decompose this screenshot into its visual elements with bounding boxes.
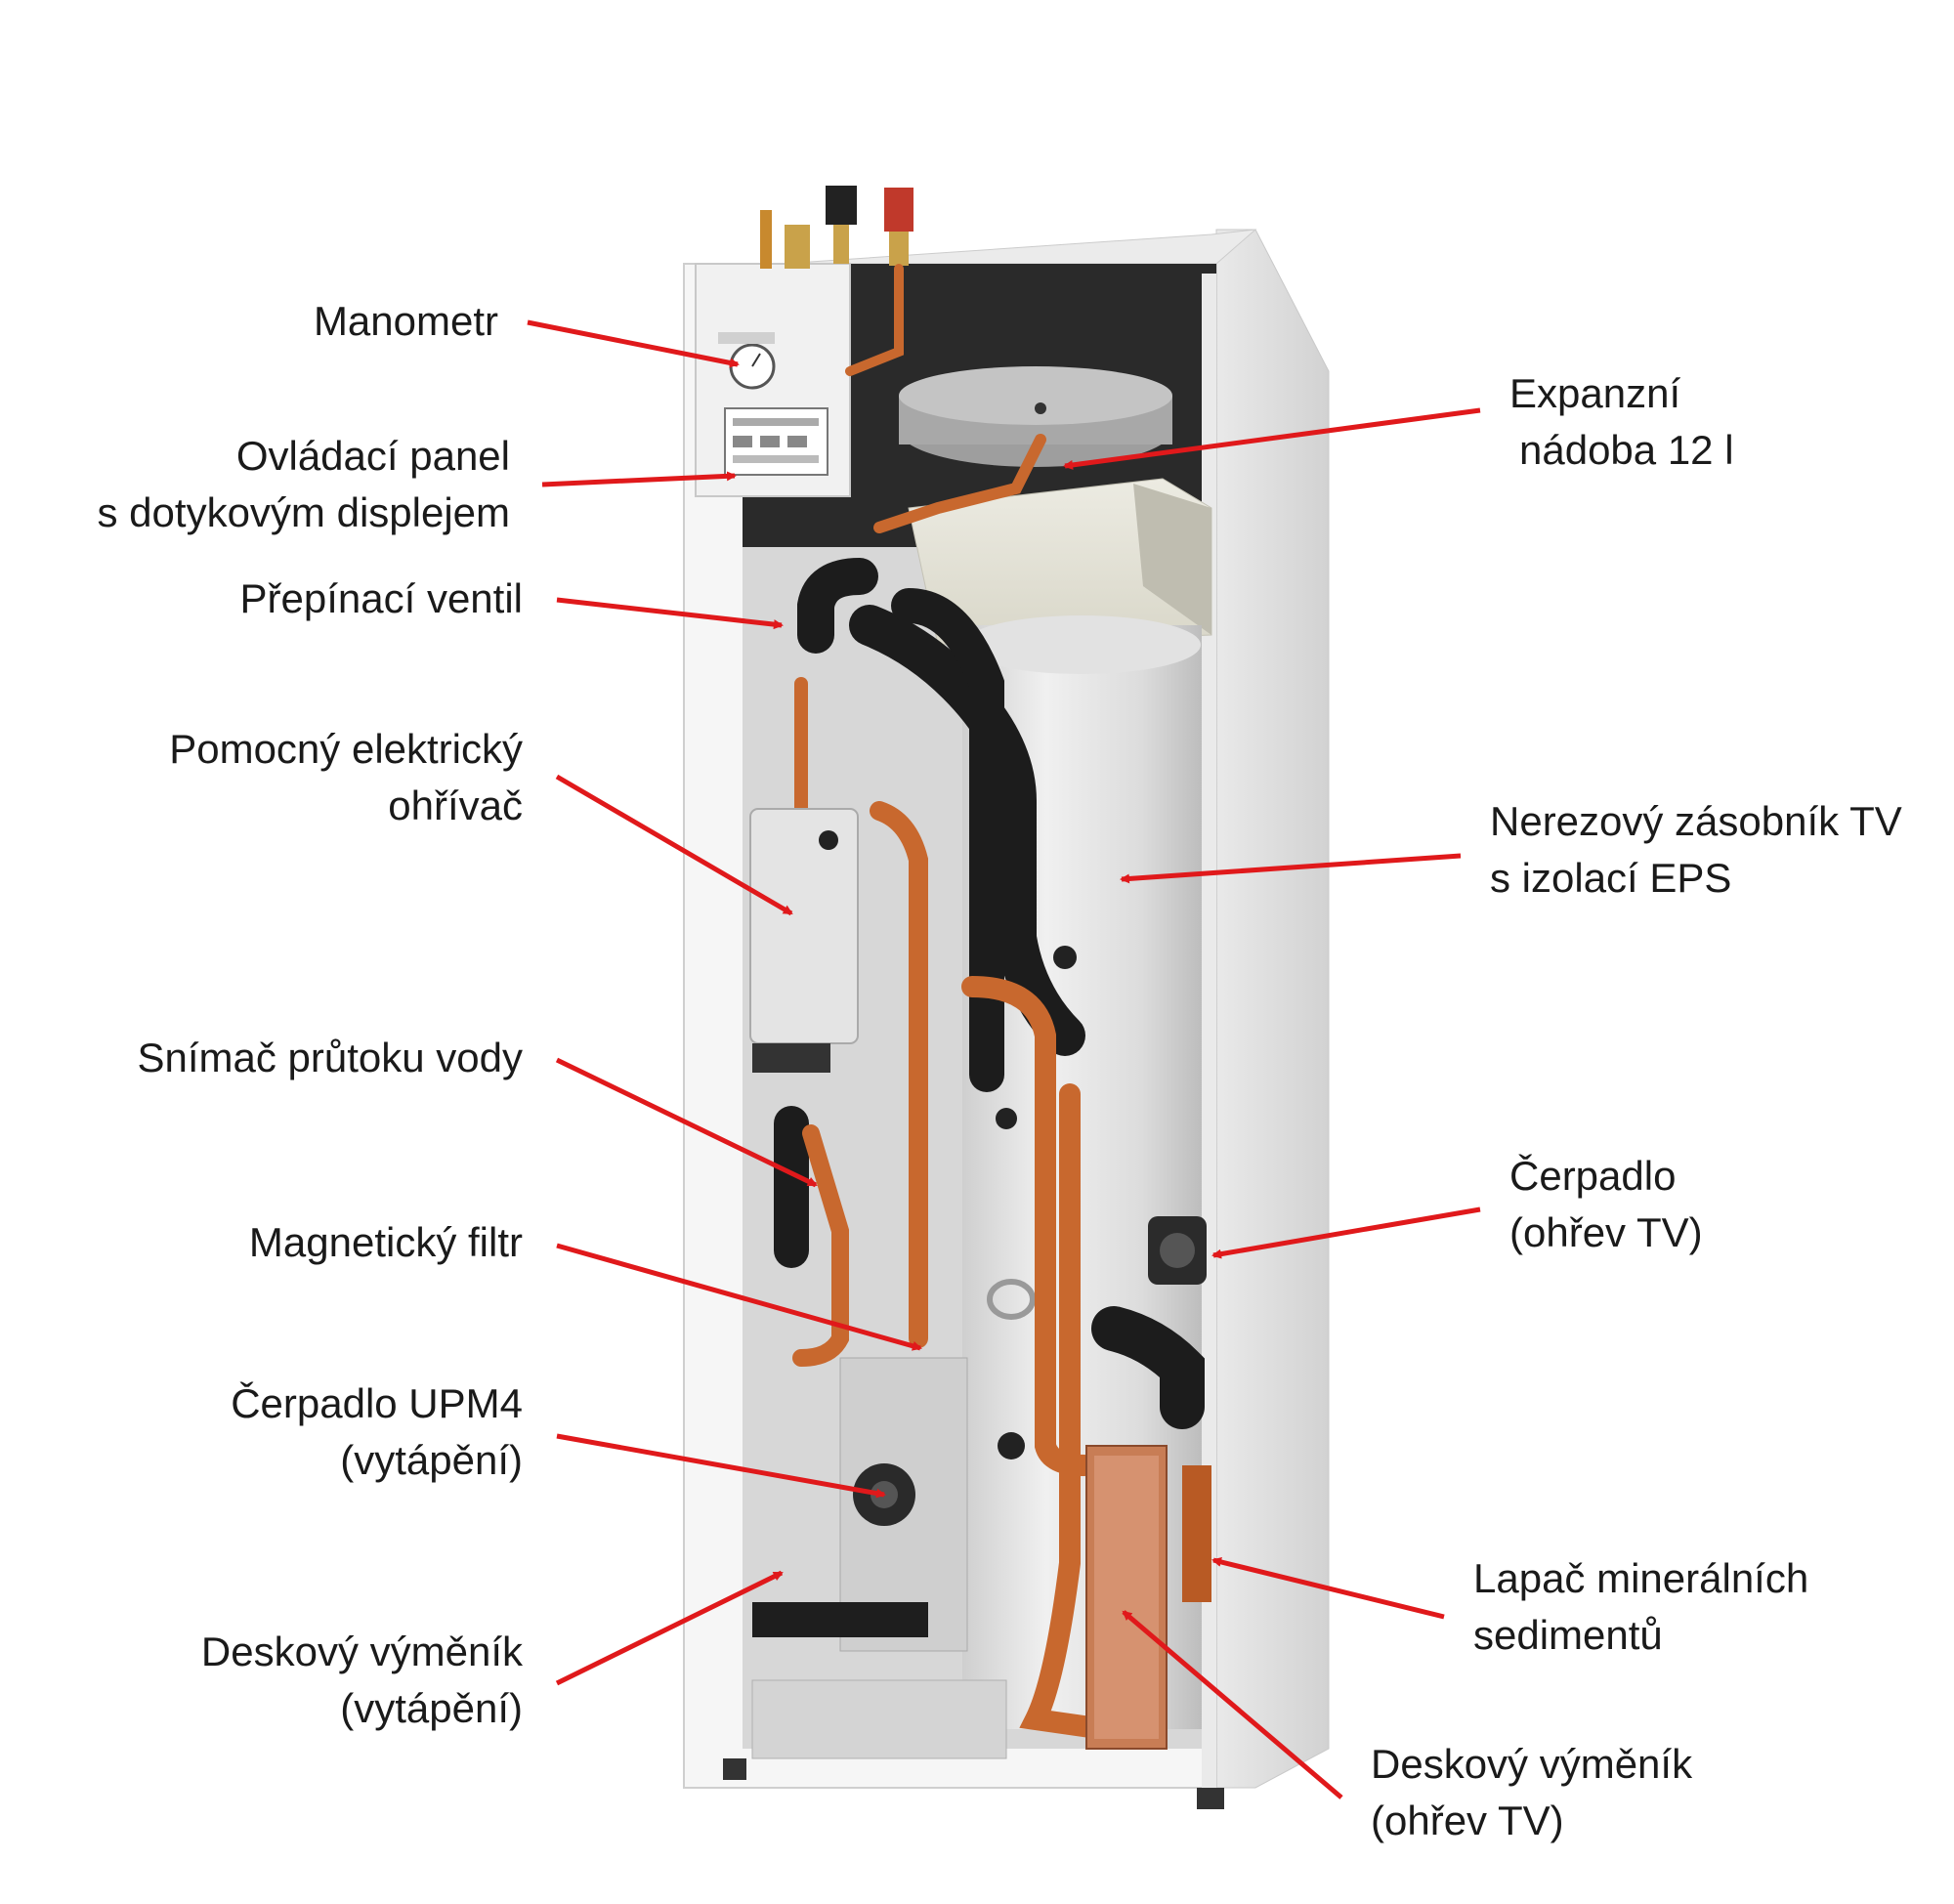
- arrow-pomocny-ohrivac: [555, 774, 793, 916]
- label-deskovy-vymenik-vytapeni: Deskový výměník (vytápění): [201, 1624, 523, 1737]
- label-manometr-line1: Manometr: [313, 298, 498, 344]
- insulated-pipes: [774, 558, 1205, 1429]
- label-deskovy-vymenik-ohrev-line2: (ohřev TV): [1371, 1798, 1564, 1843]
- label-cerpadlo-ohrev-line1: Čerpadlo: [1509, 1153, 1677, 1199]
- callout-arrows: [527, 319, 1481, 1799]
- arrow-expanzni-nadoba: [1063, 407, 1481, 470]
- electric-heater: [749, 808, 859, 1073]
- label-nerezovy-zasobnik-line2: s izolací EPS: [1490, 855, 1732, 901]
- label-ovladaci-panel-line2: s dotykovým displejem: [97, 489, 510, 535]
- eps-hood: [908, 478, 1212, 646]
- label-lapac: Lapač minerálních sedimentů: [1473, 1550, 1808, 1664]
- label-nerezovy-zasobnik: Nerezový zásobník TV s izolací EPS: [1490, 793, 1902, 907]
- label-nerezovy-zasobnik-line1: Nerezový zásobník TV: [1490, 798, 1902, 844]
- arrow-nerezovy-zasobnik: [1120, 853, 1462, 884]
- label-manometr: Manometr: [314, 293, 498, 350]
- label-ovladaci-panel-line1: Ovládací panel: [235, 433, 510, 479]
- heating-module: [751, 1357, 1007, 1759]
- label-pomocny-ohrivac-line2: ohřívač: [388, 783, 523, 828]
- sediment-trap: [1182, 1465, 1211, 1602]
- label-prepinaci-ventil-line1: Přepínací ventil: [239, 575, 524, 621]
- label-snimac-prutoku: Snímač průtoku vody: [137, 1030, 523, 1086]
- label-cerpadlo-upm4-line2: (vytápění): [340, 1437, 523, 1483]
- expansion-vessel: [899, 366, 1172, 467]
- label-cerpadlo-upm4: Čerpadlo UPM4 (vytápění): [231, 1375, 523, 1489]
- label-pomocny-ohrivac-line1: Pomocný elektrický: [169, 726, 523, 772]
- arrow-prepinaci-ventil: [556, 597, 784, 630]
- label-magneticky-filtr-line1: Magnetický filtr: [248, 1219, 523, 1265]
- arrow-manometr: [527, 319, 740, 368]
- control-box: [695, 263, 851, 497]
- label-expanzni-nadoba-line1: Expanzní: [1509, 370, 1681, 416]
- label-expanzni-nadoba-line2: nádoba 12 l: [1519, 427, 1734, 473]
- label-expanzni-nadoba: Expanzní nádoba 12 l: [1509, 365, 1734, 479]
- top-connectors: [760, 186, 913, 269]
- label-ovladaci-panel: Ovládací panel s dotykovým displejem: [98, 428, 510, 541]
- dhw-plate-exchanger: [1085, 1445, 1168, 1750]
- label-cerpadlo-ohrev-line2: (ohřev TV): [1509, 1209, 1703, 1255]
- label-deskovy-vymenik-vytapeni-line2: (vytápění): [340, 1685, 523, 1731]
- label-lapac-line1: Lapač minerálních: [1473, 1555, 1809, 1601]
- label-snimac-prutoku-line1: Snímač průtoku vody: [137, 1035, 523, 1080]
- arrow-deskovy-vymenik-vytapeni: [555, 1570, 784, 1686]
- label-prepinaci-ventil: Přepínací ventil: [240, 571, 524, 627]
- dhw-pump: [1148, 1216, 1207, 1285]
- arrow-snimac-prutoku: [555, 1057, 818, 1188]
- arrow-lapac: [1211, 1557, 1445, 1620]
- label-cerpadlo-upm4-line1: Čerpadlo UPM4: [231, 1380, 523, 1426]
- label-deskovy-vymenik-ohrev-line1: Deskový výměník: [1371, 1741, 1693, 1787]
- arrow-deskovy-vymenik-ohrev: [1122, 1610, 1343, 1799]
- copper-pipes: [792, 264, 1115, 1740]
- label-lapac-line2: sedimentů: [1473, 1612, 1663, 1658]
- arrow-ovladaci-panel: [541, 471, 737, 487]
- arrow-cerpadlo-upm4: [556, 1433, 886, 1499]
- label-pomocny-ohrivac: Pomocný elektrický ohřívač: [169, 721, 523, 834]
- arrow-cerpadlo-ohrev: [1211, 1206, 1481, 1259]
- label-magneticky-filtr: Magnetický filtr: [249, 1214, 523, 1271]
- label-deskovy-vymenik-ohrev: Deskový výměník (ohřev TV): [1371, 1736, 1692, 1849]
- label-deskovy-vymenik-vytapeni-line1: Deskový výměník: [200, 1629, 523, 1674]
- label-cerpadlo-ohrev: Čerpadlo (ohřev TV): [1509, 1148, 1703, 1261]
- arrow-magneticky-filtr: [556, 1243, 922, 1351]
